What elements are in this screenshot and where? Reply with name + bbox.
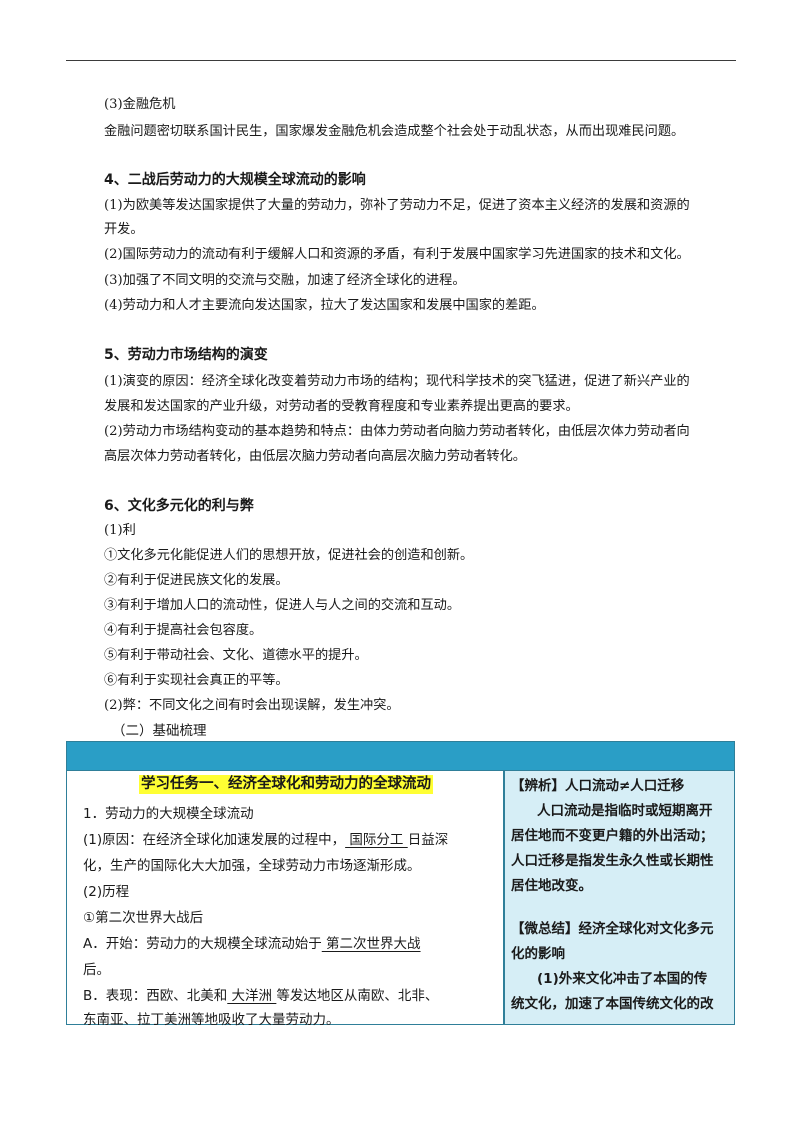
benefit-item: ③有利于增加人口的流动性，促进人与人之间的交流和互动。 (104, 598, 461, 613)
benefit-item: ②有利于促进民族文化的发展。 (104, 573, 289, 588)
summary-title-b: 化的影响 (511, 946, 565, 962)
section-5-title: 5、劳动力市场结构的演变 (104, 347, 268, 363)
section-label-basics: （二）基础梳理 (112, 723, 207, 739)
start-text: A．开始：劳动力的大规模全球流动始于 (83, 936, 322, 952)
task-line-4: (2)历程 (83, 884, 130, 900)
task-title: 学习任务一、经济全球化和劳动力的全球流动 (139, 775, 433, 794)
table-header-bar (67, 742, 734, 770)
task-content-cell: 学习任务一、经济全球化和劳动力的全球流动 1．劳动力的大规模全球流动 (1)原因… (67, 770, 505, 1028)
manifest-text: B．表现：西欧、北美和 (83, 988, 228, 1004)
section-4-p3: (3)加强了不同文明的交流与交融，加速了经济全球化的进程。 (104, 273, 466, 288)
section-4-p1a: (1)为欧美等发达国家提供了大量的劳动力，弥补了劳动力不足，促进了资本主义经济的… (104, 198, 690, 213)
task-line-5: ①第二次世界大战后 (83, 910, 204, 926)
section-5-p1b: 发展和发达国家的产业升级，对劳动者的受教育程度和专业素养提出更高的要求。 (104, 399, 579, 414)
cause-text-tail: 日益深 (407, 832, 449, 848)
analysis-line: 人口迁移是指发生永久性或长期性 (511, 853, 714, 869)
section-6-benefit-label: (1)利 (104, 523, 136, 538)
benefit-item: ⑥有利于实现社会真正的平等。 (104, 673, 289, 688)
analysis-line: 居住地改变。 (511, 878, 592, 894)
task-line-6: A．开始：劳动力的大规模全球流动始于 第二次世界大战 (83, 935, 421, 953)
task-line-2: (1)原因：在经济全球化加速发展的过程中， 国际分工 日益深 (83, 831, 448, 849)
section-4-p1b: 开发。 (104, 222, 144, 237)
section-5-p1a: (1)演变的原因：经济全球化改变着劳动力市场的结构；现代科学技术的突飞猛进，促进… (104, 374, 690, 389)
summary-line: 统文化，加速了本国传统文化的改 (511, 996, 714, 1012)
task-line-9: 东南亚、拉丁美洲等地吸收了大量劳动力。 (83, 1012, 340, 1028)
task-line-1: 1．劳动力的大规模全球流动 (83, 806, 254, 822)
blank-answer-international-division: 国际分工 (345, 832, 408, 848)
section-6-title: 6、文化多元化的利与弊 (104, 498, 254, 514)
blank-answer-oceania: 大洋洲 (227, 988, 277, 1004)
section-5-p2a: (2)劳动力市场结构变动的基本趋势和特点：由体力劳动者向脑力劳动者转化，由低层次… (104, 424, 690, 439)
section-5-p2b: 高层次体力劳动者转化，由低层次脑力劳动者向高层次脑力劳动者转化。 (104, 449, 526, 464)
section-4-p4: (4)劳动力和人才主要流向发达国家，拉大了发达国家和发展中国家的差距。 (104, 298, 545, 313)
section-4-p2: (2)国际劳动力的流动有利于缓解人口和资源的矛盾，有利于发展中国家学习先进国家的… (104, 247, 690, 262)
section-4-title: 4、二战后劳动力的大规模全球流动的影响 (104, 172, 366, 188)
summary-title-a: 【微总结】经济全球化对文化多元 (511, 921, 714, 937)
summary-line: (1)外来文化冲击了本国的传 (537, 971, 708, 987)
analysis-line: 人口流动是指临时或短期离开 (537, 803, 713, 819)
task-line-7: 后。 (83, 962, 110, 978)
financial-crisis-heading: (3)金融危机 (104, 97, 176, 112)
benefit-item: ⑤有利于带动社会、文化、道德水平的提升。 (104, 648, 368, 663)
blank-answer-wwii: 第二次世界大战 (321, 936, 421, 952)
analysis-title: 【辨析】人口流动≠人口迁移 (511, 778, 685, 794)
study-task-table: 学习任务一、经济全球化和劳动力的全球流动 1．劳动力的大规模全球流动 (1)原因… (66, 741, 735, 1028)
sidebar-notes-cell: 【辨析】人口流动≠人口迁移 人口流动是指临时或短期离开 居住地而不变更户籍的外出… (505, 770, 734, 1024)
analysis-line: 居住地而不变更户籍的外出活动； (511, 828, 714, 844)
benefit-item: ④有利于提高社会包容度。 (104, 623, 263, 638)
financial-crisis-text: 金融问题密切联系国计民生，国家爆发金融危机会造成整个社会处于动乱状态，从而出现难… (104, 124, 685, 139)
cause-text: (1)原因：在经济全球化加速发展的过程中， (83, 832, 346, 848)
section-6-drawback: (2)弊：不同文化之间有时会出现误解，发生冲突。 (104, 698, 400, 713)
manifest-text-tail: 等发达地区从南欧、北非、 (276, 988, 439, 1004)
benefit-item: ①文化多元化能促进人们的思想开放，促进社会的创造和创新。 (104, 548, 474, 563)
header-rule (66, 60, 736, 61)
task-line-3: 化，生产的国际化大大加强，全球劳动力市场逐渐形成。 (83, 858, 421, 874)
task-line-8: B．表现：西欧、北美和 大洋洲 等发达地区从南欧、北非、 (83, 987, 438, 1005)
